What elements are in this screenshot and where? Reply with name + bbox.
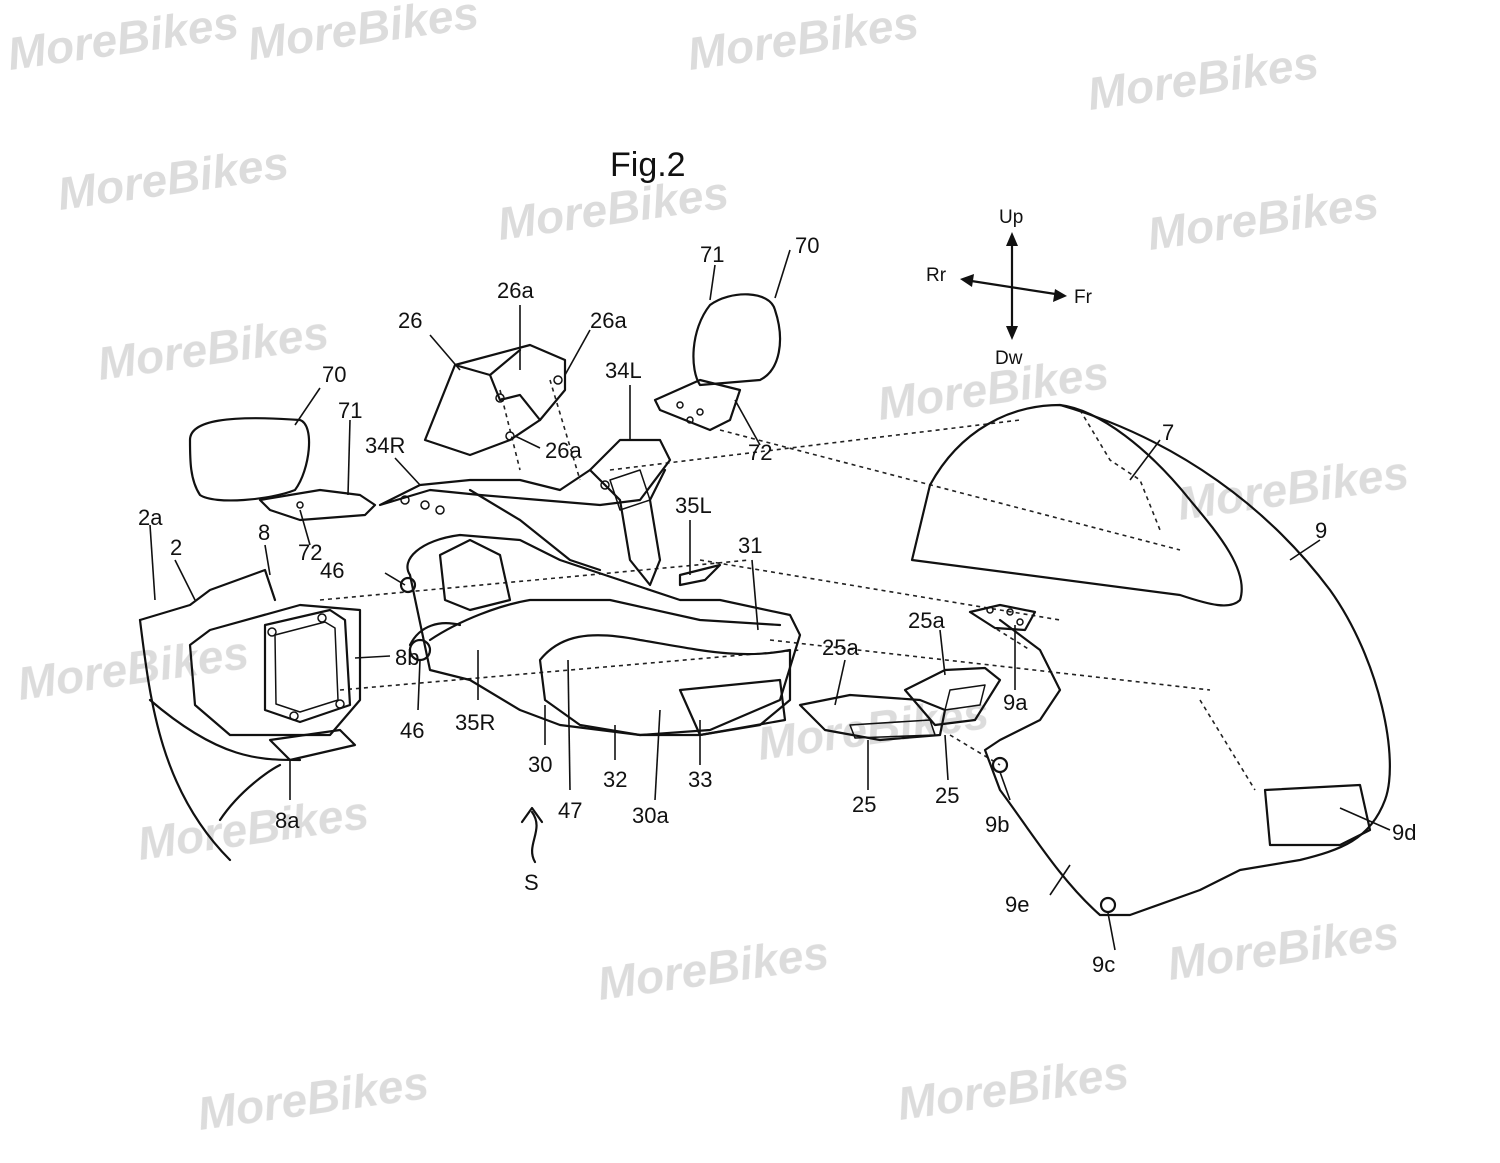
watermark-text: MoreBikes xyxy=(1144,176,1382,260)
ref-label-25-left: 25 xyxy=(852,792,876,817)
right-mirror-part xyxy=(653,293,782,432)
ref-label-8: 8 xyxy=(258,520,270,545)
ref-label-9a: 9a xyxy=(1003,690,1028,715)
watermark-text: MoreBikes xyxy=(1164,906,1402,990)
ref-label-26: 26 xyxy=(398,308,422,333)
ref-label-30a: 30a xyxy=(632,803,669,828)
watermark-text: MoreBikes xyxy=(54,136,292,220)
view-arrow-label: S xyxy=(524,870,539,895)
watermark-text: MoreBikes xyxy=(684,0,922,80)
ref-label-32: 32 xyxy=(603,767,627,792)
watermark-text: MoreBikes xyxy=(244,0,482,70)
front-cowl-part xyxy=(968,403,1391,917)
ref-label-2: 2 xyxy=(170,535,182,560)
ref-label-9b: 9b xyxy=(985,812,1009,837)
left-mirror-part xyxy=(188,417,377,522)
ref-label-9: 9 xyxy=(1315,518,1327,543)
ref-label-9e: 9e xyxy=(1005,892,1029,917)
assembly-lines xyxy=(319,379,1256,791)
watermark-text: MoreBikes xyxy=(14,626,252,710)
box-part xyxy=(423,343,567,457)
watermark-text: MoreBikes xyxy=(4,0,242,80)
direction-up-label: Up xyxy=(999,207,1023,228)
watermark-text: MoreBikes xyxy=(874,346,1112,430)
ref-label-25a-right: 25a xyxy=(908,608,945,633)
ref-label-26a-right: 26a xyxy=(590,308,627,333)
ref-label-31: 31 xyxy=(738,533,762,558)
watermark-text: MoreBikes xyxy=(1174,446,1412,530)
view-arrow-s: S xyxy=(520,806,544,895)
ref-label-2a: 2a xyxy=(138,505,163,530)
watermark-text: MoreBikes xyxy=(894,1046,1132,1130)
ref-label-9c: 9c xyxy=(1092,952,1115,977)
front-frame-part xyxy=(138,568,362,862)
ref-label-33: 33 xyxy=(688,767,712,792)
watermark-text: MoreBikes xyxy=(194,1056,432,1140)
figure-title: Fig.2 xyxy=(610,146,686,184)
ref-label-34L: 34L xyxy=(605,358,642,383)
ref-label-26a-bottom: 26a xyxy=(545,438,582,463)
ref-label-71-right: 71 xyxy=(700,242,724,267)
inner-panel-part xyxy=(399,533,802,737)
ref-label-71-left: 71 xyxy=(338,398,362,423)
ref-label-25a-left: 25a xyxy=(822,635,859,660)
watermark-text: MoreBikes xyxy=(594,926,832,1010)
ref-label-46-lower: 46 xyxy=(400,718,424,743)
ref-label-70-left: 70 xyxy=(322,362,346,387)
reference-labels: 2a 2 8 8b 8a 46 46 35R 30 47 32 30a 33 3… xyxy=(138,233,1416,977)
windscreen-part xyxy=(910,403,1243,607)
ref-label-8a: 8a xyxy=(275,808,300,833)
ref-label-47: 47 xyxy=(558,798,582,823)
watermark-layer: MoreBikes MoreBikes MoreBikes MoreBikes … xyxy=(4,0,1412,1140)
bracket-part xyxy=(378,438,722,587)
ref-label-8b: 8b xyxy=(395,645,419,670)
watermark-text: MoreBikes xyxy=(94,306,332,390)
ref-label-26a-top: 26a xyxy=(497,278,534,303)
ref-label-35L: 35L xyxy=(675,493,712,518)
ref-label-72-right: 72 xyxy=(748,440,772,465)
ref-label-72-left: 72 xyxy=(298,540,322,565)
direction-rear-label: Rr xyxy=(926,265,947,286)
ref-label-70-right: 70 xyxy=(795,233,819,258)
leader-lines xyxy=(149,249,1391,951)
ref-label-34R: 34R xyxy=(365,433,405,458)
direction-indicator: Up Dw Rr Fr xyxy=(926,207,1093,369)
direction-down-label: Dw xyxy=(995,348,1023,369)
ref-label-9d: 9d xyxy=(1392,820,1416,845)
ref-label-30: 30 xyxy=(528,752,552,777)
ref-label-35R: 35R xyxy=(455,710,495,735)
watermark-text: MoreBikes xyxy=(1084,36,1322,120)
ref-label-46-upper: 46 xyxy=(320,558,344,583)
ref-label-7: 7 xyxy=(1162,420,1174,445)
ref-label-25-right: 25 xyxy=(935,783,959,808)
direction-front-label: Fr xyxy=(1074,287,1093,308)
watermark-text: MoreBikes xyxy=(134,786,372,870)
